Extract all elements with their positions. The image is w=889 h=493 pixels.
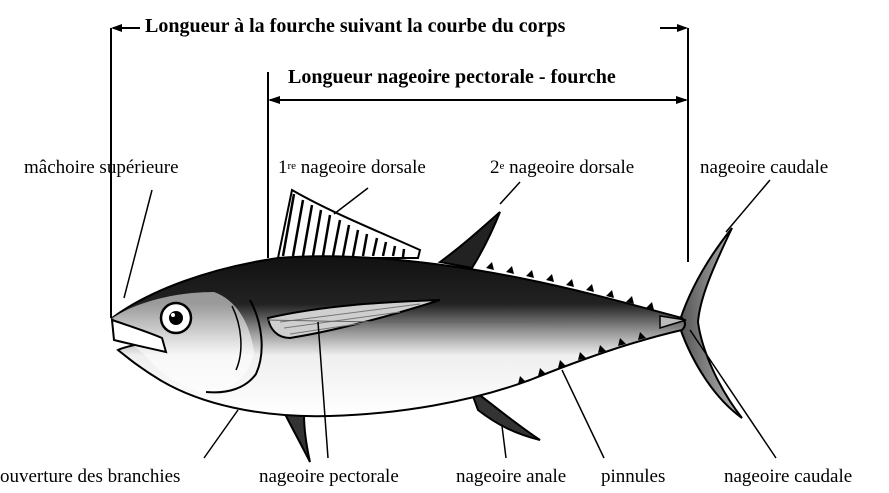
label-caudal-fin-bottom: nageoire caudale xyxy=(724,466,852,488)
fork-length-title: Longueur à la fourche suivant la courbe … xyxy=(145,15,565,37)
dorsal1-sup: re xyxy=(288,160,297,172)
caudal-fin xyxy=(680,228,742,418)
label-gill-opening: ouverture des branchies xyxy=(0,466,180,488)
label-upper-jaw: mâchoire supérieure xyxy=(24,157,179,179)
label-anal-fin: nageoire anale xyxy=(456,466,566,488)
label-first-dorsal-fin: 1re nageoire dorsale xyxy=(278,157,426,179)
label-caudal-fin-top: nageoire caudale xyxy=(700,157,828,179)
pectoral-fork-title: Longueur nageoire pectorale - fourche xyxy=(288,66,616,88)
dorsal2-number: 2 xyxy=(490,157,500,178)
label-finlets: pinnules xyxy=(601,466,665,488)
dorsal2-text: nageoire dorsale xyxy=(504,157,634,178)
second-dorsal-fin xyxy=(440,212,500,268)
pelvic-fin xyxy=(284,412,310,462)
label-second-dorsal-fin: 2e nageoire dorsale xyxy=(490,157,634,179)
dorsal1-text: nageoire dorsale xyxy=(296,157,426,178)
tuna-fish xyxy=(112,190,742,462)
dorsal2-sup: e xyxy=(500,160,505,172)
label-pectoral-fin: nageoire pectorale xyxy=(259,466,399,488)
first-dorsal-fin xyxy=(278,190,420,258)
dorsal1-number: 1 xyxy=(278,157,288,178)
